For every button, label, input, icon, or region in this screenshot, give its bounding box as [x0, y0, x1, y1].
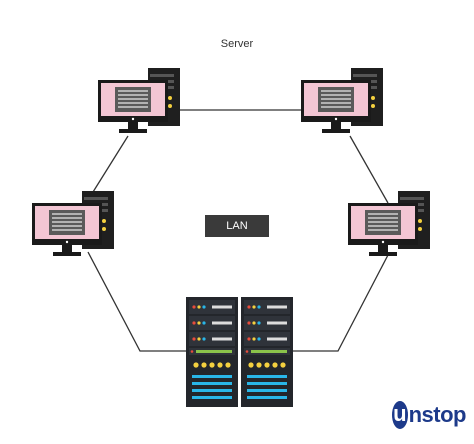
link-right-lower: [290, 254, 389, 352]
logo-text: nstop: [408, 402, 467, 427]
logo-mark-icon: u: [392, 401, 408, 429]
workstation-middle-right: [347, 190, 431, 257]
workstation-top-left: [97, 67, 181, 134]
workstation-top-right: [300, 67, 384, 134]
server-rack-unit-left: [186, 297, 238, 407]
server-label: Server: [220, 38, 254, 50]
server-rack-unit-right: [241, 297, 293, 407]
link-left-lower: [87, 251, 186, 352]
unstop-logo: u nstop: [392, 400, 467, 430]
server-rack: [186, 297, 293, 407]
link-left-upper: [87, 135, 129, 201]
link-right-upper: [349, 135, 389, 204]
workstation-middle-left: [31, 190, 115, 257]
lan-label: LAN: [205, 215, 269, 237]
connections: [87, 109, 389, 352]
